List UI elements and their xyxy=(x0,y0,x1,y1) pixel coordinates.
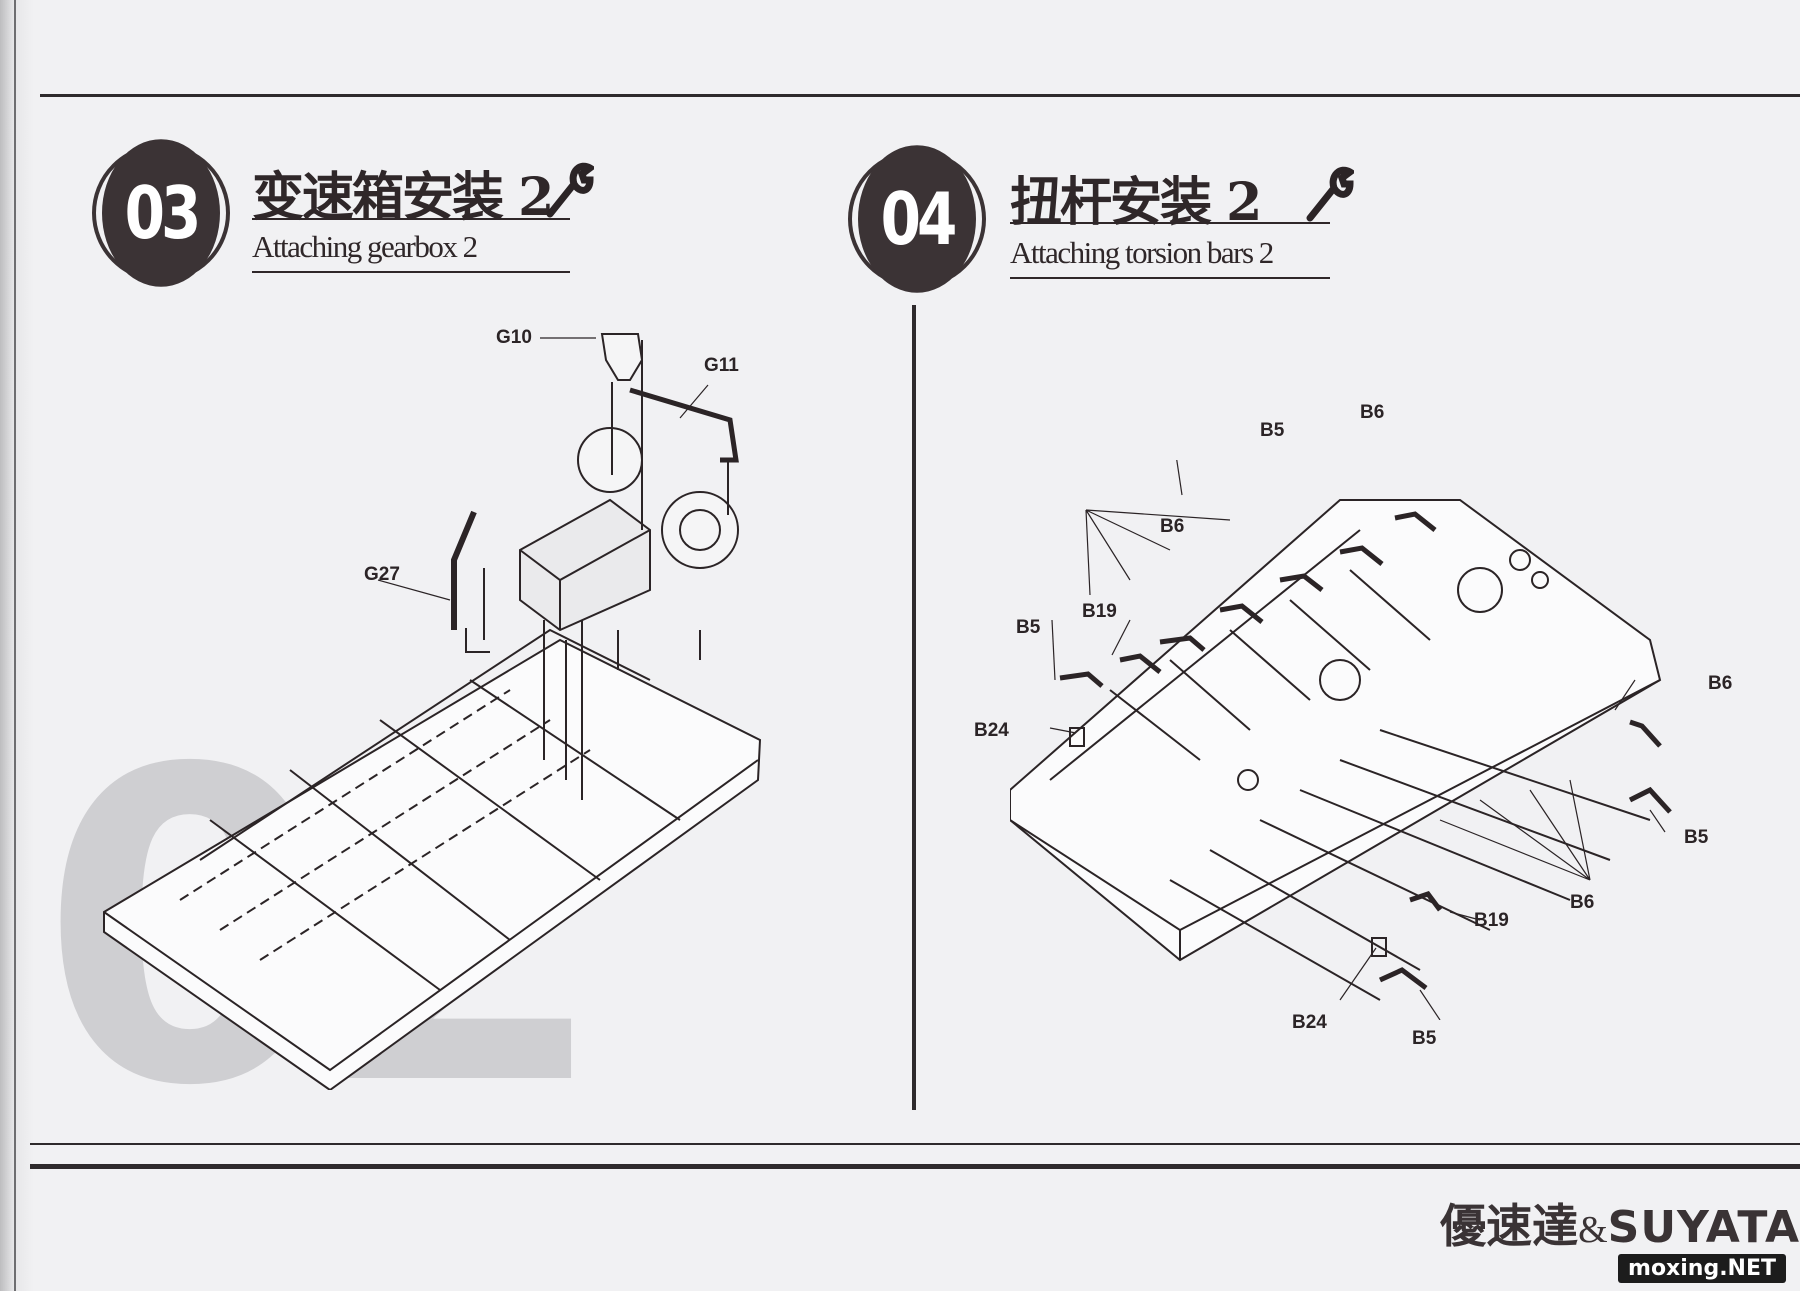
brand-logo: 優速達&SUYATA xyxy=(1440,1190,1800,1256)
header-rule xyxy=(40,94,1800,97)
section-divider xyxy=(912,305,916,1110)
brand-en: SUYATA xyxy=(1607,1202,1800,1253)
part-label-b5-right: B5 xyxy=(1684,827,1709,848)
step-04-badge: 04 xyxy=(848,145,986,293)
part-label-b19-bottom: B19 xyxy=(1474,910,1509,931)
part-label-b5-bottom: B5 xyxy=(1412,1028,1437,1049)
part-label-b5-left: B5 xyxy=(1016,617,1041,638)
step-03-title-cn: 变速箱安装 2 xyxy=(252,167,554,228)
step-03-title-underline xyxy=(252,218,570,220)
wrench-icon xyxy=(1306,166,1354,222)
step-04-title-underline xyxy=(1010,222,1330,224)
step-04-title-en: Attaching torsion bars 2 xyxy=(1010,235,1274,270)
step-03-badge: 03 xyxy=(92,139,230,287)
watermark: moxing.NET xyxy=(1618,1254,1786,1283)
part-label-b5-top: B5 xyxy=(1260,420,1285,441)
brand-amp: & xyxy=(1578,1209,1608,1251)
part-label-b6-right: B6 xyxy=(1708,673,1733,694)
part-label-b6-top: B6 xyxy=(1360,402,1385,423)
footer-rule-top xyxy=(30,1143,1800,1145)
step-04-hull-drawing xyxy=(1010,460,1672,1020)
brand-cn: 優速達 xyxy=(1440,1199,1579,1253)
part-label-g11: G11 xyxy=(704,355,739,376)
part-label-g27: G27 xyxy=(364,564,400,585)
step-03-title-en: Attaching gearbox 2 xyxy=(252,229,478,264)
part-label-b19-left: B19 xyxy=(1082,601,1117,622)
step-04-subtitle-underline xyxy=(1010,277,1330,279)
part-label-g10: G10 xyxy=(496,327,532,348)
wrench-icon xyxy=(546,162,594,218)
footer-rule-bottom xyxy=(30,1164,1800,1169)
part-label-b24-left: B24 xyxy=(974,720,1009,741)
part-label-b24-bottom: B24 xyxy=(1292,1012,1327,1033)
step-03-hull-drawing xyxy=(103,333,762,1090)
part-label-b6-left: B6 xyxy=(1160,516,1185,537)
step-04-number: 04 xyxy=(858,145,976,293)
part-label-b6-bottom: B6 xyxy=(1570,892,1595,913)
spine-edge xyxy=(14,0,16,1291)
step-03-subtitle-underline xyxy=(252,271,570,273)
step-03-number: 03 xyxy=(102,139,220,287)
book-spine xyxy=(0,0,34,1291)
